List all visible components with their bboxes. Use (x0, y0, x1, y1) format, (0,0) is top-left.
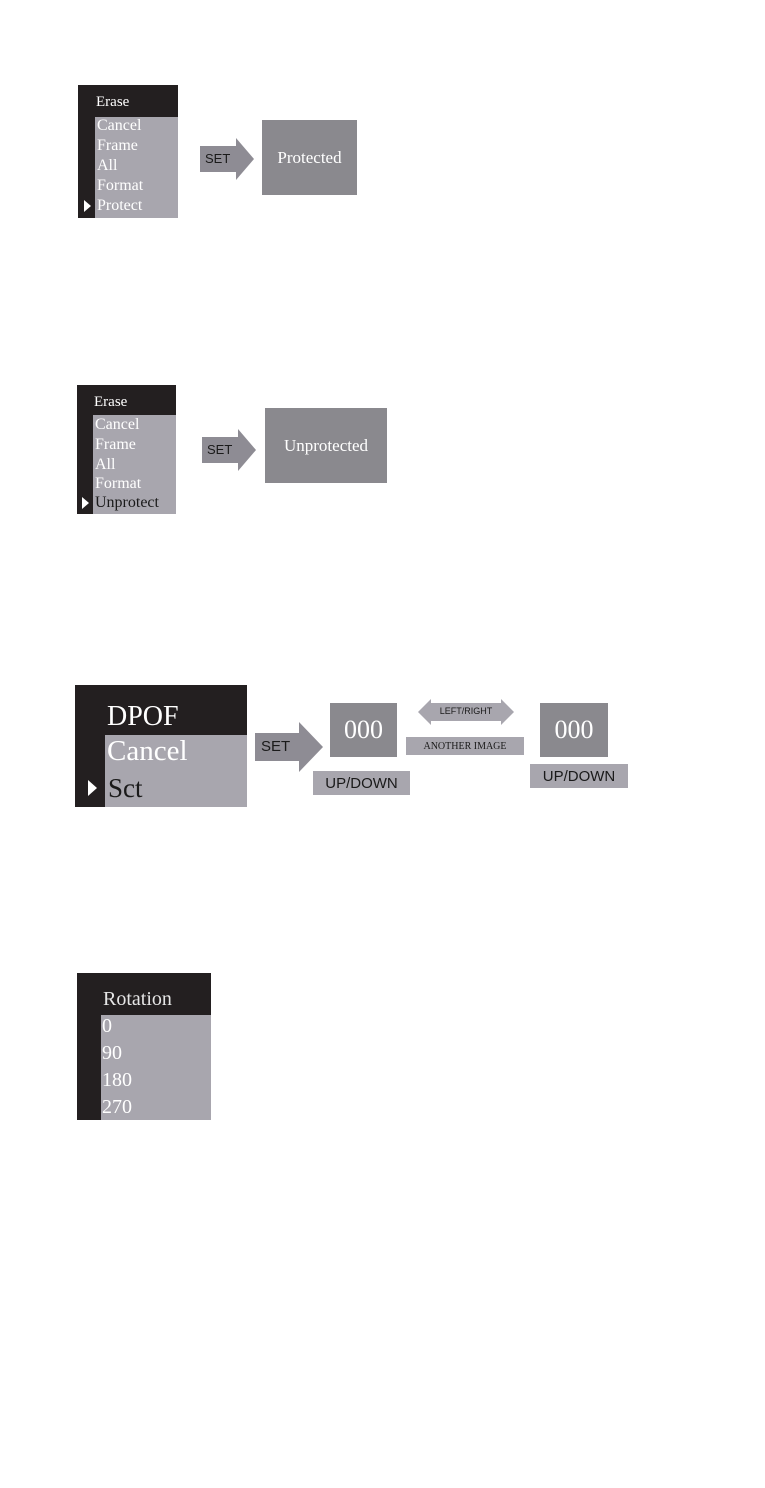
menu-header: Erase (78, 85, 178, 117)
triangle-right-icon (82, 497, 89, 509)
erase-unprotect-menu: Erase Cancel Frame All Format Unprotect (77, 385, 176, 514)
unprotected-status-text: Unprotected (284, 436, 368, 456)
set-label: SET (261, 738, 290, 755)
menu-item-90[interactable]: 90 (102, 1042, 122, 1065)
print-count-box: 000 (330, 703, 397, 757)
menu-item-all[interactable]: All (95, 456, 115, 474)
set-arrow: SET (255, 722, 323, 772)
set-arrow: SET (200, 138, 254, 180)
triangle-right-icon (88, 780, 97, 796)
menu-item-sct[interactable]: Sct (108, 773, 143, 804)
menu-title: Erase (96, 94, 129, 111)
protected-status-box: Protected (262, 120, 357, 195)
another-image-text: ANOTHER IMAGE (423, 741, 506, 752)
set-label: SET (207, 442, 232, 457)
left-right-text: LEFT/RIGHT (418, 706, 514, 716)
set-arrow: SET (202, 429, 256, 471)
menu-title: Rotation (103, 988, 172, 1011)
menu-item-protect[interactable]: Protect (97, 197, 142, 215)
menu-item-cancel[interactable]: Cancel (107, 735, 188, 768)
menu-sidebar (77, 1015, 101, 1120)
print-count-box-2: 000 (540, 703, 608, 757)
menu-header: Erase (77, 385, 176, 415)
arrow-head (299, 722, 323, 772)
protected-status-text: Protected (277, 148, 341, 168)
rotation-menu: Rotation 0 90 180 270 (77, 973, 211, 1120)
another-image-label: ANOTHER IMAGE (406, 737, 524, 755)
triangle-right-icon (84, 200, 91, 212)
menu-item-format[interactable]: Format (95, 475, 141, 493)
up-down-text: UP/DOWN (543, 768, 616, 785)
print-count-text: 000 (555, 715, 594, 745)
print-count-text: 000 (344, 715, 383, 745)
menu-item-frame[interactable]: Frame (95, 436, 136, 454)
arrow-head (238, 429, 256, 471)
menu-item-180[interactable]: 180 (102, 1069, 132, 1092)
menu-header: DPOF (75, 685, 247, 735)
erase-protect-menu: Erase Cancel Frame All Format Protect (78, 85, 178, 218)
dpof-menu: DPOF Cancel Sct (75, 685, 247, 807)
left-right-arrow: LEFT/RIGHT (418, 699, 514, 725)
up-down-text: UP/DOWN (325, 775, 398, 792)
menu-item-cancel[interactable]: Cancel (97, 117, 141, 135)
menu-header: Rotation (77, 973, 211, 1015)
unprotected-status-box: Unprotected (265, 408, 387, 483)
menu-title: Erase (94, 394, 127, 411)
menu-sidebar (75, 735, 105, 807)
menu-item-unprotect[interactable]: Unprotect (95, 494, 159, 512)
menu-item-cancel[interactable]: Cancel (95, 416, 139, 434)
menu-item-all[interactable]: All (97, 157, 117, 175)
menu-item-format[interactable]: Format (97, 177, 143, 195)
set-label: SET (205, 151, 230, 166)
menu-item-frame[interactable]: Frame (97, 137, 138, 155)
arrow-head (236, 138, 254, 180)
menu-item-0[interactable]: 0 (102, 1015, 112, 1038)
menu-item-270[interactable]: 270 (102, 1096, 132, 1119)
up-down-label: UP/DOWN (313, 771, 410, 795)
menu-title: DPOF (107, 701, 179, 733)
up-down-label-2: UP/DOWN (530, 764, 628, 788)
